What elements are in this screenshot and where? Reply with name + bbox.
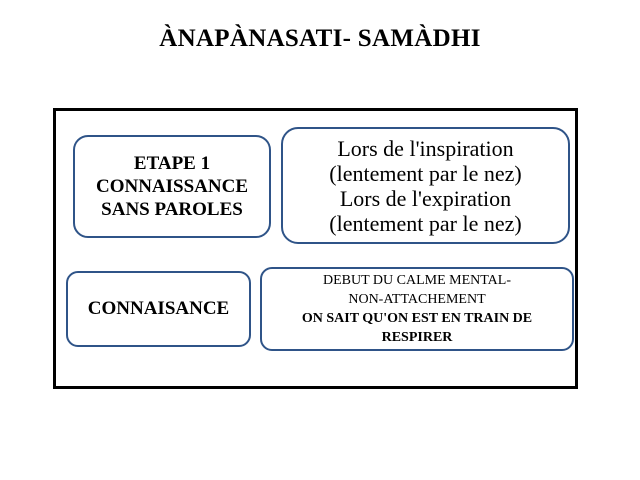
- diagram-frame: ETAPE 1 CONNAISSANCE SANS PAROLES Lors d…: [53, 108, 578, 389]
- box-calme-line: RESPIRER: [381, 330, 453, 345]
- box-inspiration-line: (lentement par le nez): [329, 210, 522, 236]
- box-calme-line: NON-ATTACHEMENT: [348, 292, 486, 307]
- box-etape-1: ETAPE 1 CONNAISSANCE SANS PAROLES: [73, 135, 271, 238]
- box-inspiration-line: Lors de l'inspiration: [337, 135, 514, 161]
- box-connaisance: CONNAISANCE: [66, 271, 251, 347]
- box-calme-line: ON SAIT QU'ON EST EN TRAIN DE: [301, 311, 533, 326]
- box-inspiration-line: Lors de l'expiration: [339, 185, 512, 211]
- box-calme-line: DEBUT DU CALME MENTAL-: [323, 273, 511, 288]
- box-inspiration-expiration: Lors de l'inspiration (lentement par le …: [281, 127, 570, 244]
- box-debut-du-calme-mental: DEBUT DU CALME MENTAL- NON-ATTACHEMENT O…: [260, 267, 574, 351]
- page-title: ÀNAPÀNASATI- SAMÀDHI: [159, 25, 481, 52]
- box-inspiration-line: (lentement par le nez): [329, 160, 522, 186]
- box-etape-1-line: CONNAISSANCE: [95, 176, 249, 197]
- box-etape-1-line: ETAPE 1: [133, 153, 211, 174]
- box-etape-1-line: SANS PAROLES: [101, 199, 243, 220]
- box-connaisance-line: CONNAISANCE: [87, 298, 230, 319]
